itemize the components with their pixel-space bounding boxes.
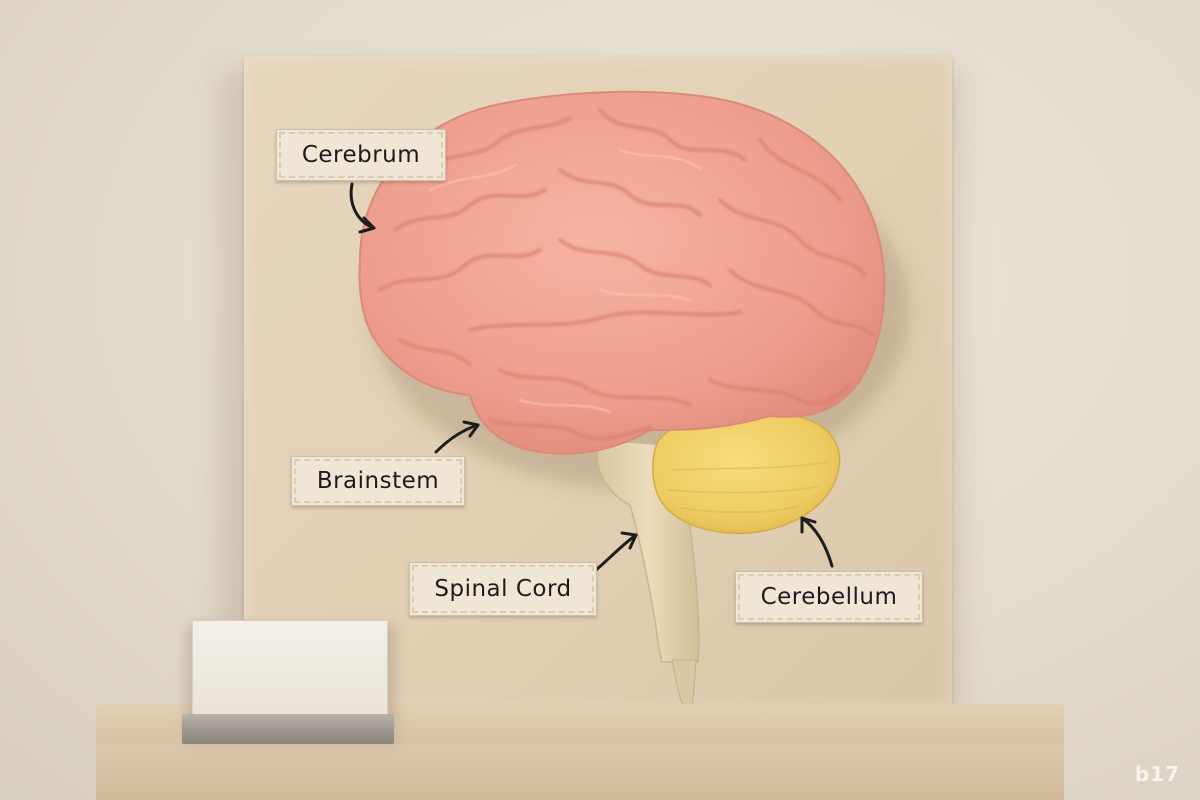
curved-arrow-icon <box>349 182 376 234</box>
curved-arrow-icon <box>434 420 480 454</box>
blank-card <box>192 620 388 720</box>
label-brainstem-text: Brainstem <box>316 468 440 494</box>
label-cerebellum: Cerebellum <box>735 571 923 623</box>
cerebellum-model <box>652 412 841 535</box>
label-spinal-cord: Spinal Cord <box>409 562 597 616</box>
label-cerebrum: Cerebrum <box>276 129 446 181</box>
card-holder-base <box>182 714 394 744</box>
curved-arrow-icon <box>800 516 834 568</box>
watermark: b17 <box>1134 762 1180 786</box>
label-brainstem: Brainstem <box>291 456 465 506</box>
curved-arrow-icon <box>594 531 638 572</box>
label-cerebrum-text: Cerebrum <box>301 142 421 168</box>
cerebrum-model <box>358 90 886 455</box>
spinal-cord-tail <box>671 659 697 709</box>
label-spinal-cord-text: Spinal Cord <box>434 576 572 602</box>
label-cerebellum-text: Cerebellum <box>760 584 898 610</box>
shelf-front <box>96 744 1064 800</box>
